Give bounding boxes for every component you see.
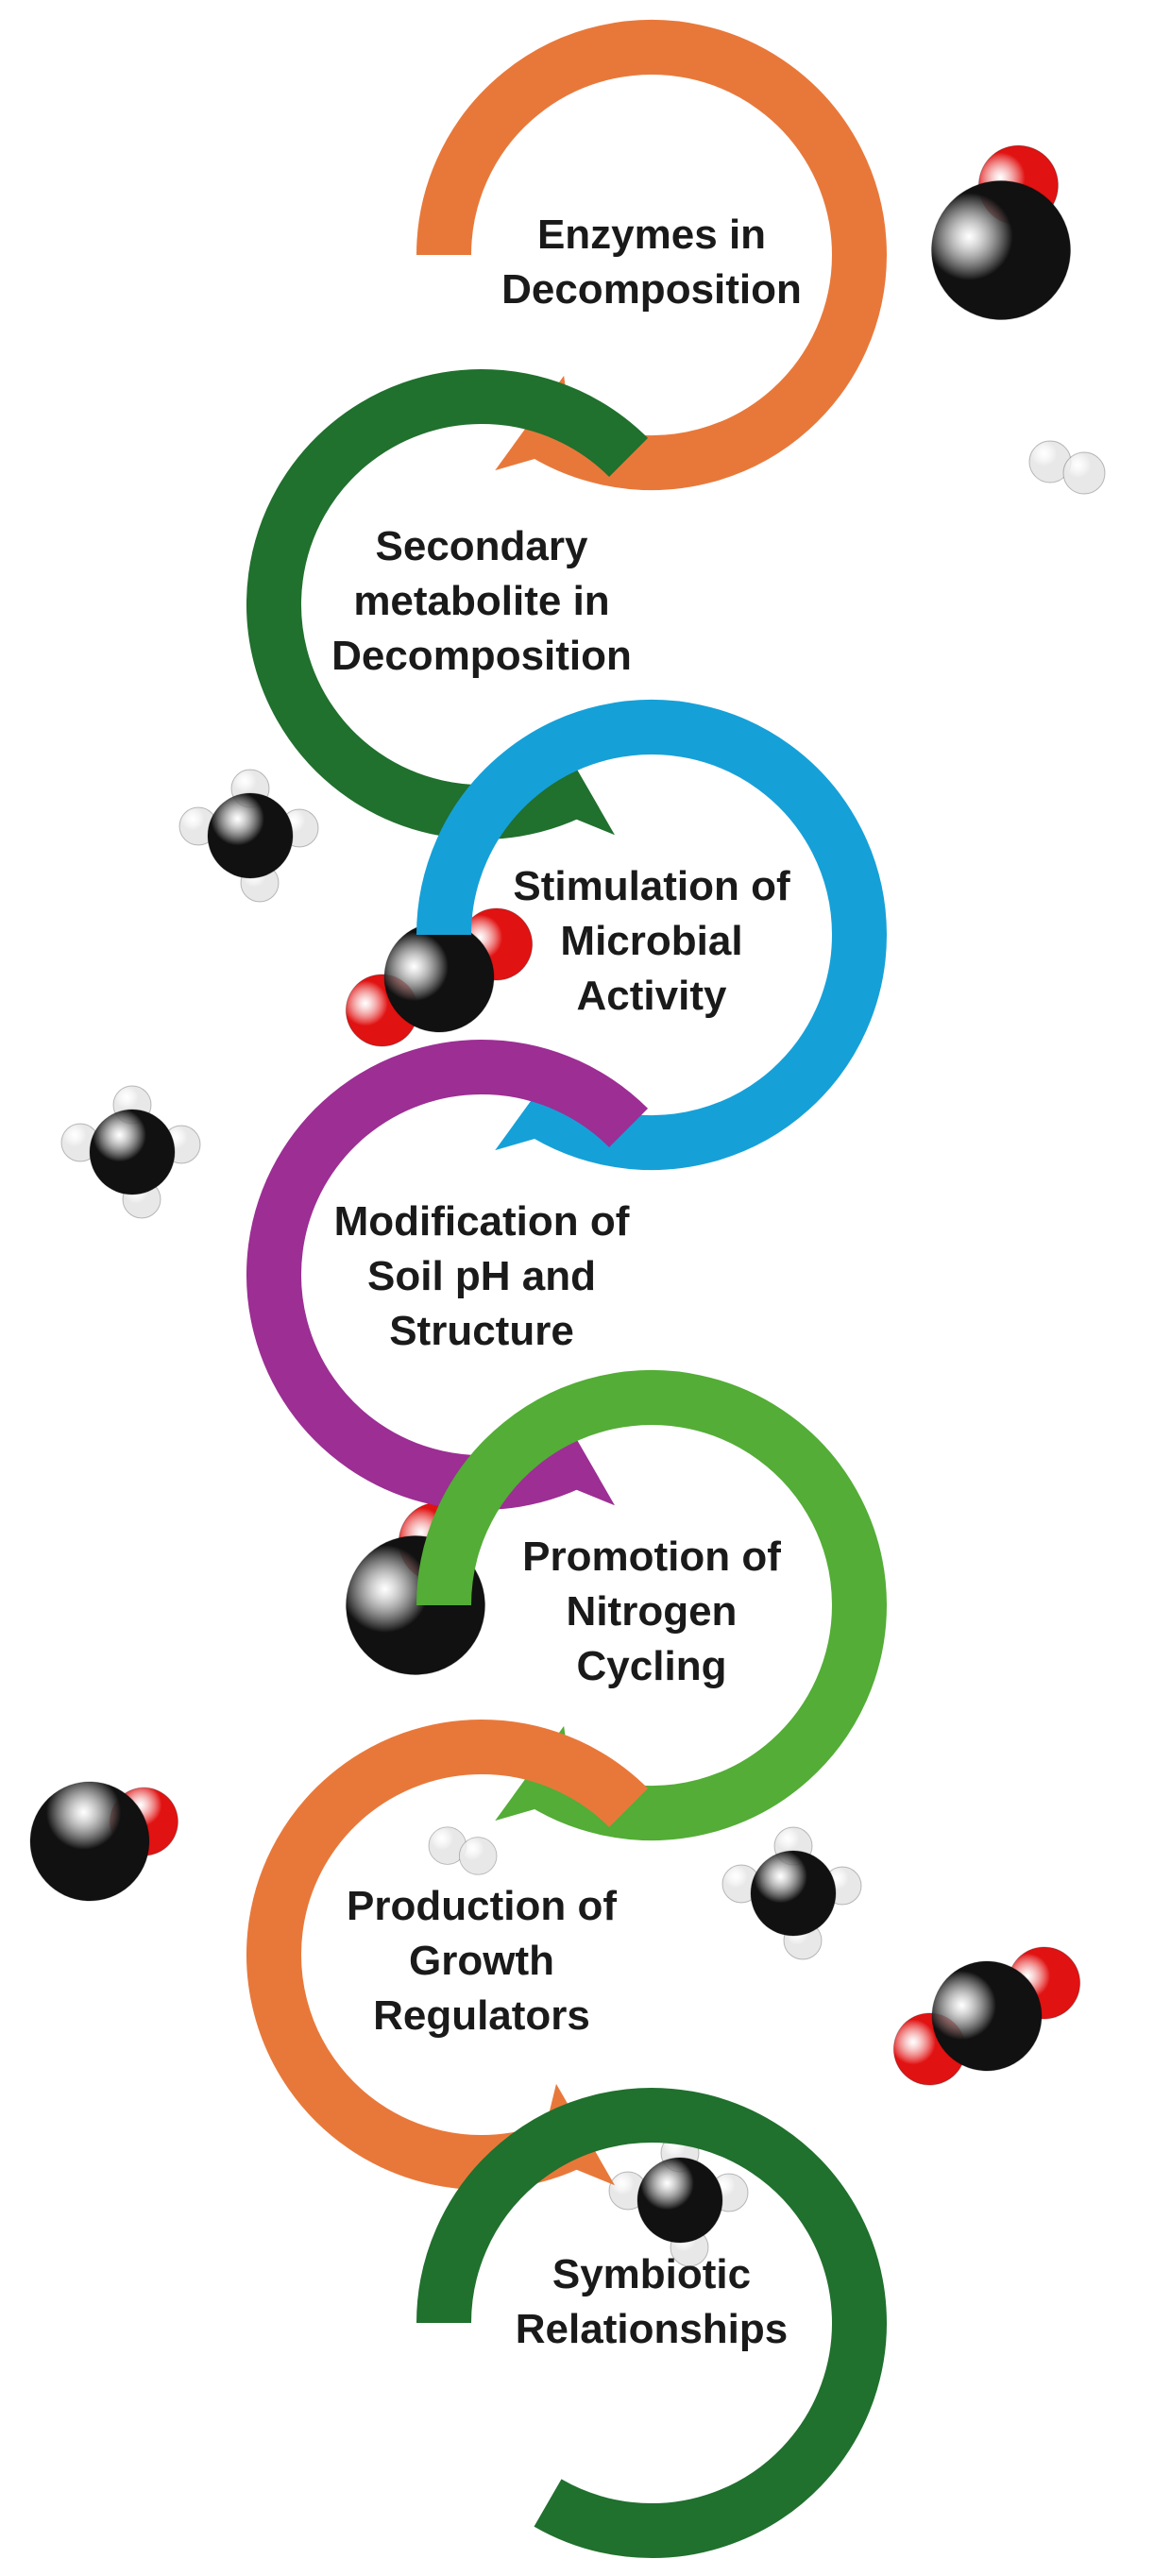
molecule-h2-icon <box>428 1826 498 1875</box>
stage-label-growth-regulators: Production of Growth Regulators <box>347 1883 617 2039</box>
cycle-arc-symbiotic <box>416 2088 887 2558</box>
hydrogen-atom <box>1062 451 1106 495</box>
stage-label-nitrogen-cycling: Promotion of Nitrogen Cycling <box>522 1534 781 1689</box>
cycle-arc-nitrogen-cycling <box>416 1370 887 1840</box>
carbon-atom <box>207 792 294 879</box>
molecule-co2-bent-icon <box>29 1781 178 1902</box>
molecule-layer <box>29 144 1106 2267</box>
molecule-h2-icon <box>1028 440 1106 495</box>
molecule-methane-icon <box>608 2133 749 2267</box>
carbon-atom <box>750 1850 837 1937</box>
carbon-atom <box>931 1960 1043 2072</box>
stage-label-secondary-metabolite: Secondary metabolite in Decomposition <box>331 523 632 679</box>
carbon-atom <box>383 922 495 1033</box>
stage-label-symbiotic: Symbiotic Relationships <box>515 2251 789 2352</box>
cycle-arrows <box>246 20 887 2558</box>
hydrogen-atom <box>458 1837 498 1875</box>
molecule-co2-linear-icon <box>345 907 534 1047</box>
cycle-arc-microbial-activity <box>416 700 887 1170</box>
carbon-atom <box>930 179 1072 321</box>
stage-label-soil-ph: Modification of Soil pH and Structure <box>333 1198 630 1354</box>
molecule-co2-bent-icon <box>930 144 1072 321</box>
carbon-atom <box>29 1781 150 1902</box>
molecule-methane-icon <box>178 769 319 903</box>
cycle-arc-growth-regulators <box>246 1720 649 2190</box>
molecule-methane-icon <box>721 1826 862 1960</box>
molecule-co2-linear-icon <box>892 1946 1081 2086</box>
carbon-atom <box>636 2157 723 2244</box>
molecule-methane-icon <box>60 1085 201 1219</box>
stage-label-microbial-activity: Stimulation of Microbial Activity <box>513 863 790 1019</box>
cycle-arc-soil-ph <box>246 1040 649 1510</box>
carbon-atom <box>89 1109 176 1195</box>
stage-label-enzymes: Enzymes in Decomposition <box>501 212 802 313</box>
cycle-arc-secondary-metabolite <box>246 369 649 839</box>
cycle-arc-enzymes <box>416 20 887 490</box>
